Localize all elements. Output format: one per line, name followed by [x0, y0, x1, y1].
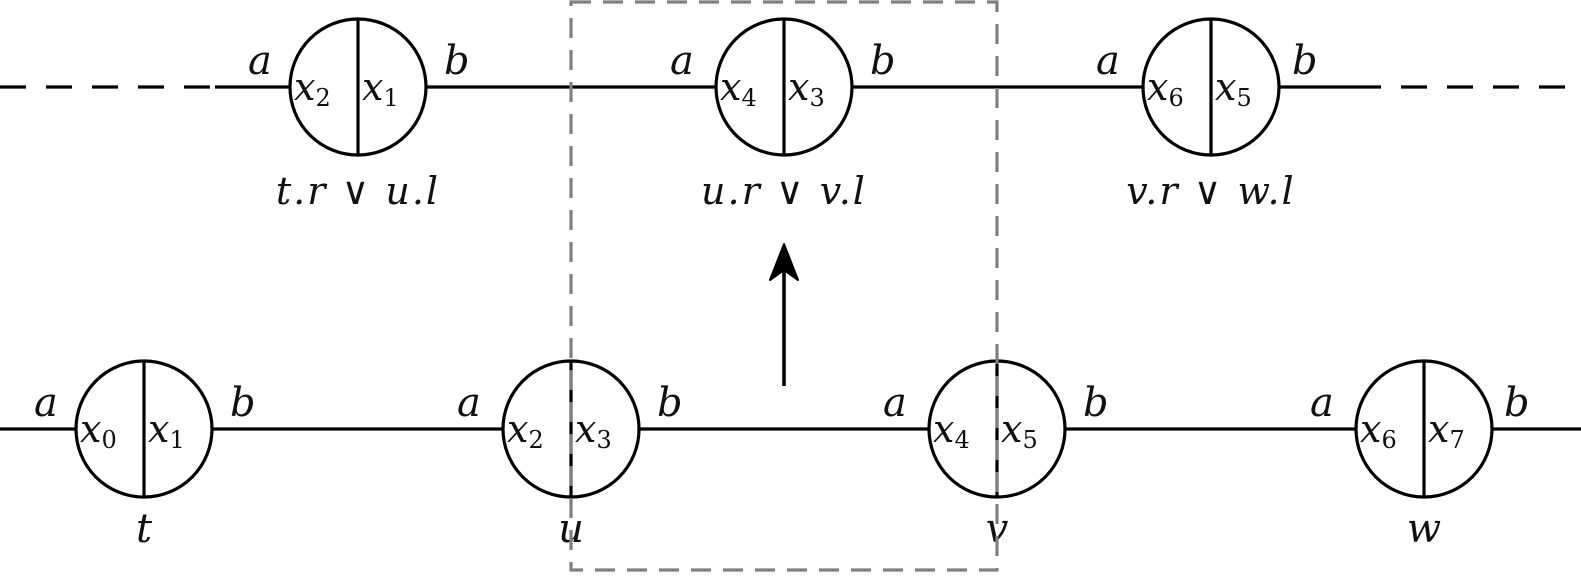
- port-label-a: a: [670, 38, 694, 84]
- bottom-node: x4 x5 a b v: [883, 359, 1109, 552]
- node-caption: v.r ∨ w.l: [1126, 169, 1295, 213]
- node-left-var: x2: [294, 65, 331, 112]
- node-left-var: x0: [80, 407, 117, 454]
- port-label-b: b: [444, 38, 470, 84]
- node-left-var: x6: [1147, 65, 1184, 112]
- node-name: v: [986, 506, 1009, 552]
- top-node: x2 x1 a b t.r ∨ u.l: [248, 17, 470, 213]
- node-caption: t.r ∨ u.l: [276, 169, 440, 213]
- port-label-b: b: [870, 38, 896, 84]
- port-label-a: a: [457, 380, 481, 426]
- top-row: x2 x1 a b t.r ∨ u.l x4 x3 a b u.r ∨ v.l …: [0, 17, 1581, 213]
- port-label-b: b: [1083, 380, 1109, 426]
- node-right-var: x5: [1215, 65, 1252, 112]
- node-right-var: x3: [788, 65, 825, 112]
- bottom-node: x2 x3 a b u: [457, 359, 683, 552]
- node-name: w: [1407, 506, 1441, 552]
- node-right-var: x5: [1001, 407, 1038, 454]
- port-label-a: a: [34, 380, 58, 426]
- node-left-var: x4: [933, 407, 970, 454]
- node-left-var: x4: [720, 65, 757, 112]
- node-right-var: x7: [1428, 407, 1465, 454]
- bottom-node: x6 x7 a b w: [1310, 359, 1530, 552]
- bottom-row: x0 x1 a b t x2 x3 a b u x4 x5 a b v: [0, 359, 1581, 552]
- port-label-a: a: [1310, 380, 1334, 426]
- port-label-a: a: [248, 38, 272, 84]
- bottom-node: x0 x1 a b t: [34, 359, 256, 552]
- port-label-a: a: [883, 380, 907, 426]
- top-node: x4 x3 a b u.r ∨ v.l: [670, 17, 896, 213]
- up-arrow: [769, 243, 799, 386]
- port-label-b: b: [1504, 380, 1530, 426]
- node-left-var: x6: [1360, 407, 1397, 454]
- port-label-b: b: [1292, 38, 1318, 84]
- port-label-b: b: [230, 380, 256, 426]
- top-node: x6 x5 a b v.r ∨ w.l: [1096, 17, 1318, 213]
- node-left-var: x2: [507, 407, 544, 454]
- port-label-a: a: [1096, 38, 1120, 84]
- node-caption: u.r ∨ v.l: [701, 169, 867, 213]
- node-right-var: x1: [362, 65, 399, 112]
- selection-box: [569, 0, 999, 572]
- arrow-head-icon: [769, 243, 799, 281]
- node-name: t: [136, 506, 153, 552]
- node-right-var: x1: [148, 407, 185, 454]
- port-label-b: b: [657, 380, 683, 426]
- node-right-var: x3: [575, 407, 612, 454]
